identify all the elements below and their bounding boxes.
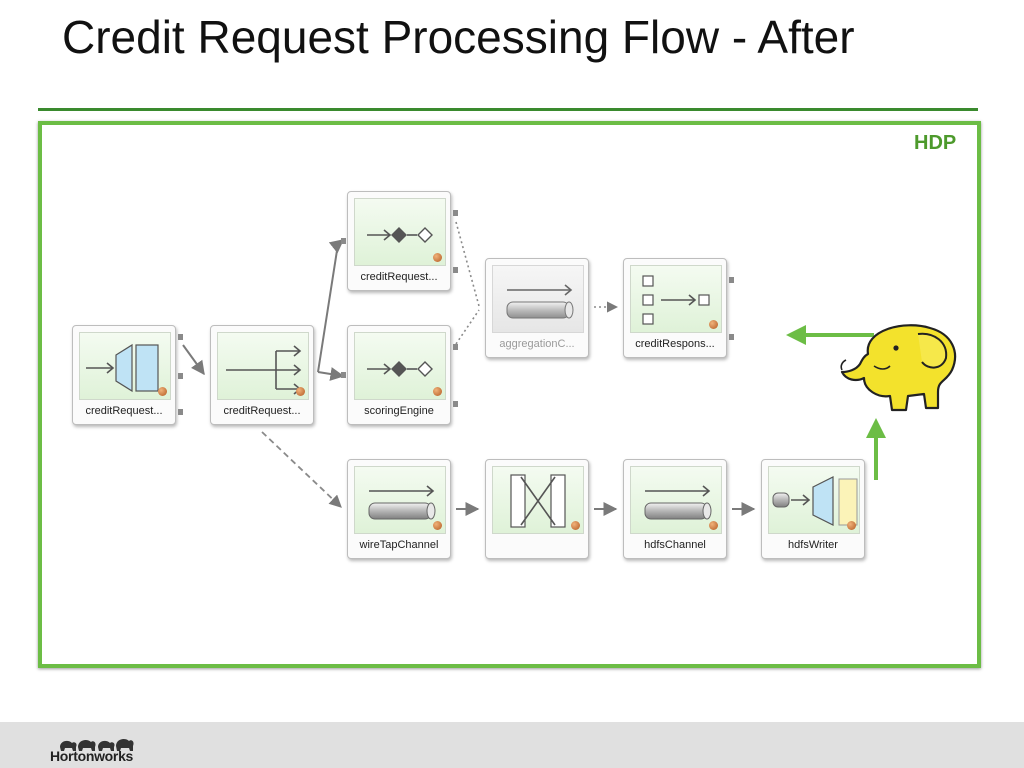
output-port[interactable] [453, 267, 458, 273]
hortonworks-elephants-icon [60, 738, 134, 751]
node-icon-area [354, 198, 446, 266]
node-label: creditRequest... [85, 405, 163, 417]
connector-n1-n2 [182, 344, 205, 376]
output-port[interactable] [453, 401, 458, 407]
node-label: scoringEngine [364, 405, 434, 417]
node-hdfs-channel[interactable]: hdfsChannel [623, 459, 727, 559]
slide-title: Credit Request Processing Flow - After [62, 11, 855, 63]
node-icon-area [492, 265, 584, 333]
filter-icon [367, 227, 433, 243]
input-port[interactable] [341, 372, 346, 378]
connector-n3-n5 [455, 221, 480, 307]
status-badge [709, 320, 718, 329]
node-label: aggregationC... [499, 338, 575, 350]
gateway-icon [86, 343, 159, 393]
node-label: hdfsWriter [788, 539, 838, 551]
slide-footer [0, 722, 1024, 768]
output-port[interactable] [178, 373, 183, 379]
output-port[interactable] [729, 334, 734, 340]
node-icon-area [354, 466, 446, 534]
status-badge [433, 521, 442, 530]
node-credit-request-router[interactable]: creditRequest... [210, 325, 314, 425]
filter-icon [367, 361, 433, 377]
node-aggregation-channel[interactable]: aggregationC... [485, 258, 589, 358]
node-icon-area [217, 332, 309, 400]
channel-icon [506, 284, 574, 319]
channel-icon [368, 485, 436, 520]
node-transformer[interactable] [485, 459, 589, 559]
connector-n2-n3 [317, 239, 345, 373]
node-label: creditRespons... [635, 338, 715, 350]
node-credit-request-gateway[interactable]: creditRequest... [72, 325, 183, 425]
node-label: creditRequest... [360, 271, 438, 283]
company-logo-text: Hortonworks [50, 748, 134, 764]
node-icon-area [630, 265, 722, 333]
node-hdfs-writer[interactable]: hdfsWriter [761, 459, 865, 559]
connector-n4-n5 [455, 309, 480, 345]
node-credit-response-aggregator[interactable]: creditRespons... [623, 258, 734, 358]
output-port[interactable] [453, 210, 458, 216]
input-port[interactable] [341, 238, 346, 244]
hdp-label: HDP [914, 132, 957, 154]
status-badge [709, 521, 718, 530]
aggregator-icon [642, 275, 710, 325]
node-icon-area [768, 466, 860, 534]
status-badge [433, 253, 442, 262]
transformer-icon [510, 474, 566, 528]
hdp-container [38, 121, 981, 668]
channel-icon [644, 485, 712, 520]
node-wire-tap-channel[interactable]: wireTapChannel [347, 459, 451, 559]
output-port[interactable] [178, 334, 183, 340]
output-port[interactable] [729, 277, 734, 283]
router-icon [226, 345, 302, 395]
status-badge [433, 387, 442, 396]
node-scoring-engine[interactable]: scoringEngine [341, 325, 458, 425]
node-icon-area [492, 466, 584, 534]
outbound-adapter-icon [772, 476, 858, 526]
status-badge [847, 521, 856, 530]
node-icon-area [630, 466, 722, 534]
connector-n2-n7 [261, 431, 342, 508]
hadoop-elephant-icon [840, 324, 957, 412]
status-badge [296, 387, 305, 396]
node-label: wireTapChannel [359, 539, 439, 551]
status-badge [571, 521, 580, 530]
node-icon-area [79, 332, 171, 400]
node-icon-area [354, 332, 446, 400]
node-label: creditRequest... [223, 405, 301, 417]
node-label: hdfsChannel [644, 539, 706, 551]
node-credit-request-filter[interactable]: creditRequest... [341, 191, 458, 291]
title-divider [38, 108, 978, 111]
output-port[interactable] [178, 409, 183, 415]
connector-n2-n4 [317, 367, 345, 381]
status-badge [158, 387, 167, 396]
output-port[interactable] [453, 344, 458, 350]
